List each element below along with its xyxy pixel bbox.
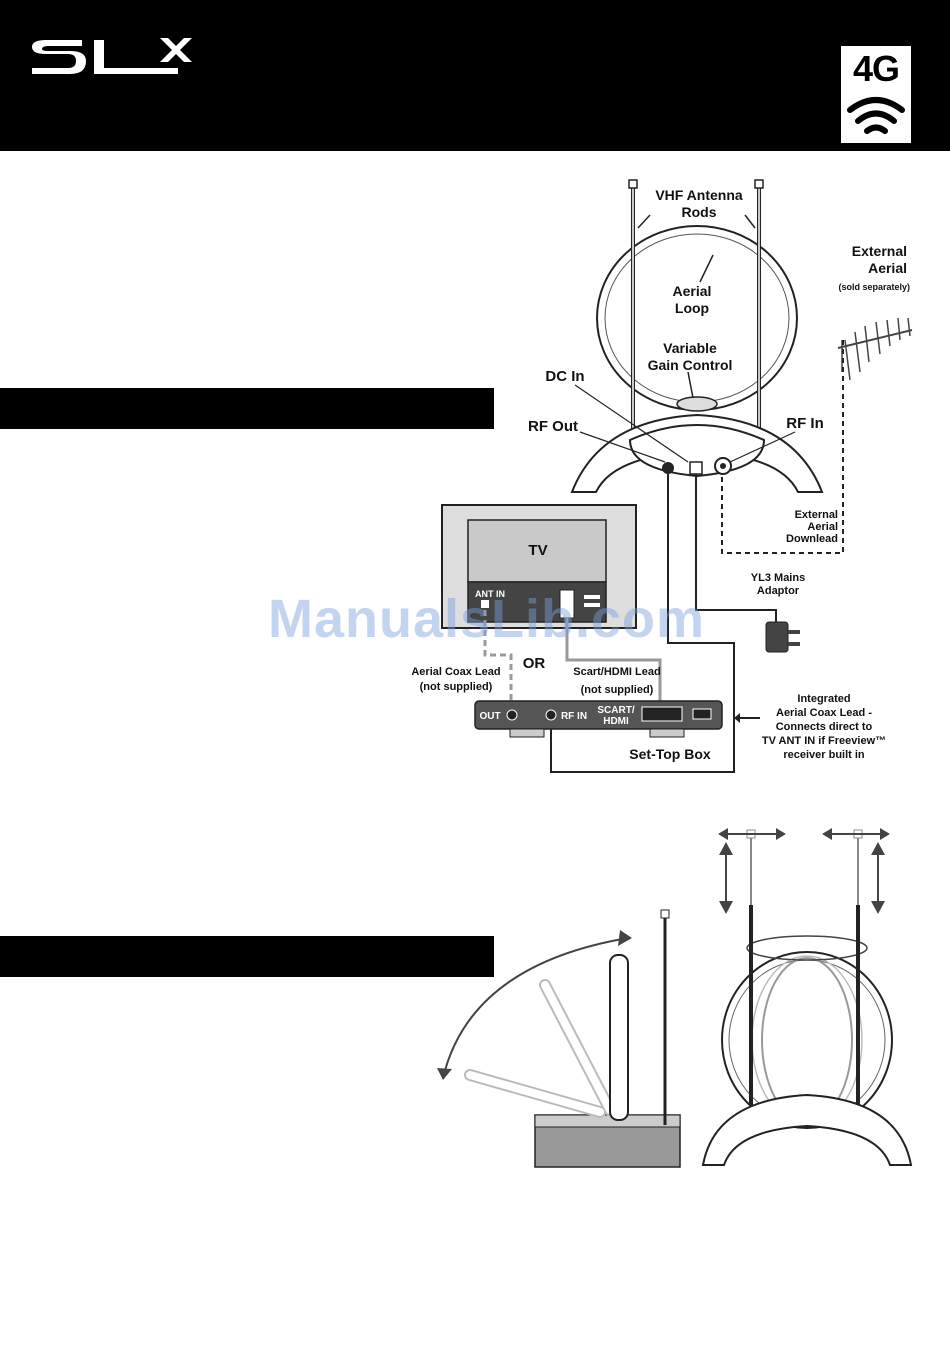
stb-scart-label-2: HDMI xyxy=(603,716,629,727)
integrated-label-3: Connects direct to xyxy=(776,721,873,733)
adjustable-loop-illustration xyxy=(701,828,913,1166)
gain-control-label-2: Gain Control xyxy=(648,357,733,373)
4g-badge-text: 4G xyxy=(852,48,900,89)
coax-lead-label-2: (not supplied) xyxy=(420,681,493,693)
stb-scart-label-1: SCART/ xyxy=(597,705,634,716)
indoor-antenna xyxy=(570,179,824,493)
watermark: ManualsLib.com xyxy=(268,589,706,649)
stb-out-label: OUT xyxy=(479,711,500,722)
section-bar-1 xyxy=(0,388,494,429)
rf-out-label: RF Out xyxy=(528,418,578,435)
set-top-box-label: Set-Top Box xyxy=(629,746,711,762)
vhf-rods-label-1: VHF Antenna xyxy=(655,187,743,203)
set-top-box xyxy=(474,700,723,738)
vhf-rods-label-2: Rods xyxy=(682,204,717,220)
wifi-signal-icon xyxy=(847,97,905,134)
coax-lead-label-1: Aerial Coax Lead xyxy=(411,666,500,678)
integrated-label-4: TV ANT IN if Freeview™ xyxy=(762,735,886,747)
downlead-label-1: External xyxy=(795,509,838,521)
sold-separately-label: (sold separately) xyxy=(838,282,910,292)
ant-in-label: ANT IN xyxy=(475,589,505,599)
integrated-label-2: Aerial Coax Lead - xyxy=(776,707,872,719)
tv-label: TV xyxy=(528,542,547,559)
integrated-label-5: receiver built in xyxy=(783,749,865,761)
integrated-label-1: Integrated xyxy=(797,693,850,705)
mains-label-2: Adaptor xyxy=(757,585,800,597)
tv-illustration xyxy=(441,504,637,629)
or-label: OR xyxy=(523,655,546,672)
aerial-loop-label-2: Loop xyxy=(675,300,709,316)
aerial-loop-label-1: Aerial xyxy=(673,283,712,299)
external-aerial-icon xyxy=(837,317,913,381)
scart-lead-label-1: Scart/HDMI Lead xyxy=(573,666,660,678)
mains-adaptor-icon xyxy=(765,621,800,653)
dc-in-label: DC In xyxy=(545,368,584,385)
downlead-label-3: Downlead xyxy=(786,533,838,545)
stb-rf-in-label: RF IN xyxy=(561,711,587,722)
header-banner: 4G xyxy=(0,0,950,151)
downlead-label-2: Aerial xyxy=(807,521,838,533)
external-aerial-label-2: Aerial xyxy=(868,260,907,276)
slx-logo xyxy=(32,38,192,74)
scart-lead-label-2: (not supplied) xyxy=(581,684,654,696)
rotating-rod-illustration xyxy=(437,909,681,1168)
4g-badge: 4G xyxy=(841,46,911,143)
gain-control-label-1: Variable xyxy=(663,340,717,356)
external-aerial-label-1: External xyxy=(852,243,907,259)
rf-in-label: RF In xyxy=(786,415,824,432)
section-bar-2 xyxy=(0,936,494,977)
mains-label-1: YL3 Mains xyxy=(751,572,805,584)
